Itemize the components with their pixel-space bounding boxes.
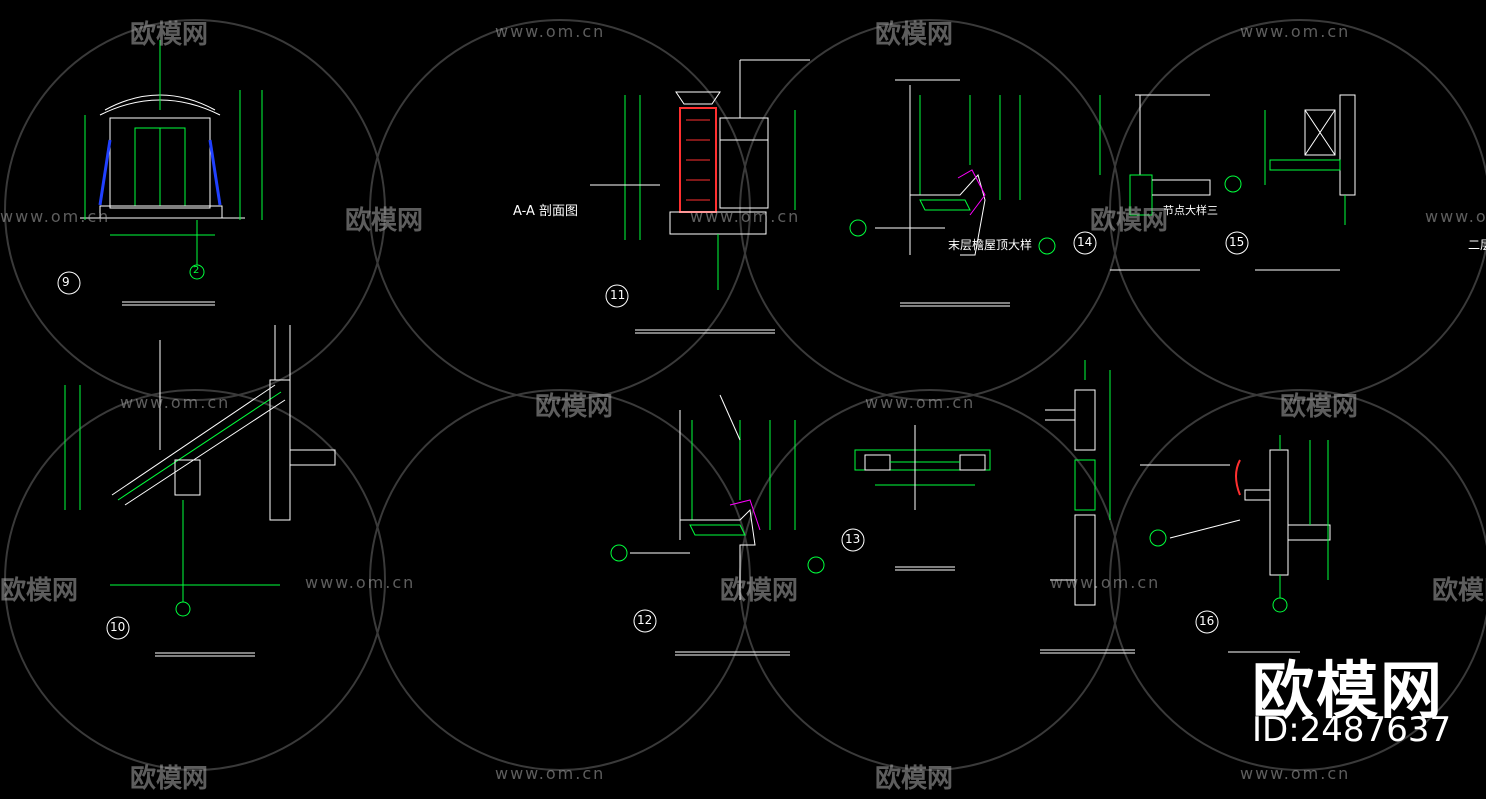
- watermark-logo-text: 欧模网: [1280, 392, 1359, 422]
- detail-11-section: [590, 59, 810, 334]
- watermark-url: www.om.cn: [690, 207, 801, 226]
- partial-floor-label: 二层: [1468, 238, 1486, 252]
- watermark-url: www.om.cn: [495, 22, 606, 41]
- watermark-logo-text: 欧模网: [535, 392, 614, 422]
- detail-12: [610, 394, 825, 656]
- detail-number-12: 12: [637, 613, 653, 627]
- node-detail-label: 节点大样三: [1163, 204, 1218, 217]
- eave-detail-label: 末层檐屋顶大样: [948, 238, 1033, 252]
- watermark-url: www.om.cn: [865, 393, 976, 412]
- detail-wall-section: [1040, 360, 1135, 654]
- watermark-url: www.om.cn: [1050, 573, 1161, 592]
- detail-number-14: 14: [1077, 235, 1093, 249]
- detail-number-13: 13: [845, 532, 861, 546]
- detail-10-roof: [64, 325, 336, 657]
- detail-number-16: 16: [1199, 614, 1215, 628]
- detail-14-eave: [849, 79, 1097, 307]
- section-title: A-A 剖面图: [513, 204, 579, 219]
- watermark-logo-text: 欧模网: [1090, 206, 1169, 236]
- brand-logo-text: 欧模网: [1252, 654, 1445, 727]
- brand-id: ID:2487637: [1252, 710, 1452, 750]
- axis-mark-2: 2: [193, 265, 200, 276]
- watermark-logo-text: 欧模网: [0, 576, 79, 606]
- watermark-url: www.om.cn: [305, 573, 416, 592]
- watermark-url: www.om.cn: [1240, 22, 1351, 41]
- watermark-url: www.om.cn: [1425, 207, 1486, 226]
- watermark-url: www.om.cn: [0, 207, 111, 226]
- detail-number-15: 15: [1229, 235, 1245, 249]
- watermark-logo-text: 欧模网: [130, 20, 209, 50]
- watermark-logo-text: 欧模网: [875, 764, 954, 794]
- watermark-circles: [4, 19, 1486, 771]
- detail-15: [1224, 94, 1356, 271]
- watermark-logo-text: 欧模网: [345, 206, 424, 236]
- detail-16: [1140, 435, 1331, 653]
- detail-number-11: 11: [610, 288, 626, 302]
- watermark-url: www.om.cn: [120, 393, 231, 412]
- detail-13: [841, 425, 991, 571]
- watermark-url: www.om.cn: [1240, 764, 1351, 783]
- watermark-logo-text: 欧模网: [130, 764, 209, 794]
- detail-9-elevation: [57, 40, 263, 306]
- detail-number-10: 10: [110, 620, 126, 634]
- watermark-logo-text: 欧模网: [1432, 576, 1486, 606]
- detail-number-9: 9: [62, 275, 70, 289]
- detail-node-3: [1099, 94, 1249, 271]
- watermark-logo-text: 欧模网: [720, 576, 799, 606]
- watermark-url: www.om.cn: [495, 764, 606, 783]
- watermark-logo-text: 欧模网: [875, 20, 954, 50]
